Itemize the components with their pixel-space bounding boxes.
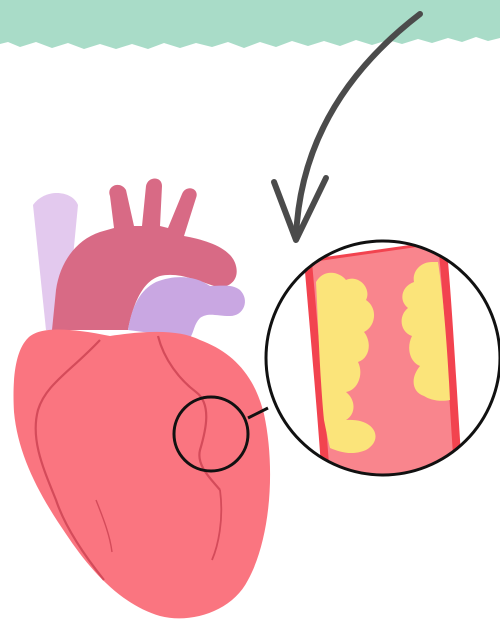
pulmonary-artery: [128, 277, 245, 338]
clogged-artery-icon: [266, 240, 500, 480]
heart-icon: [14, 179, 271, 619]
heart-body: [14, 330, 271, 619]
curved-arrow-icon: [274, 14, 420, 240]
torn-paper-banner: [0, 0, 500, 49]
